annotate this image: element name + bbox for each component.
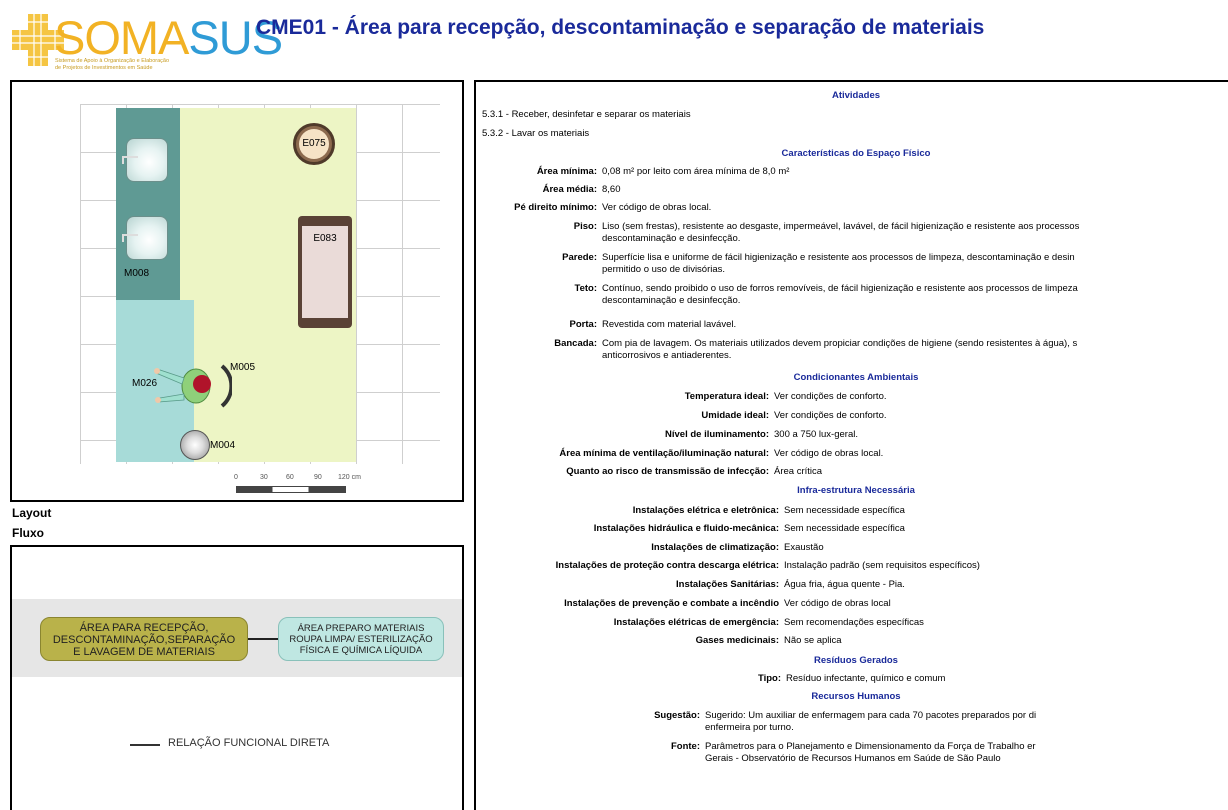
label-m008: M008 — [124, 268, 150, 279]
logo-subtitle: Sistema de Apoio à Organização e Elabora… — [55, 58, 170, 71]
legend-text: RELAÇÃO FUNCIONAL DIRETA — [168, 737, 330, 749]
section-condicionantes: Condicionantes Ambientais — [793, 372, 919, 383]
label-e083: E083 — [302, 226, 348, 318]
logo-wordmark: SOMASUS — [54, 11, 283, 64]
section-residuos: Resíduos Gerados — [814, 655, 898, 666]
layout-caption: Layout — [12, 506, 52, 520]
info-panel: Atividades 5.3.1 - Receber, desinfetar e… — [474, 80, 1228, 810]
flux-panel: ÁREA PARA RECEPÇÃO,DESCONTAMINAÇÃO,SEPAR… — [10, 545, 464, 810]
scale-tick: 60 — [286, 474, 294, 481]
scale-tick: 120 cm — [338, 474, 361, 481]
label-m004: M004 — [210, 440, 236, 451]
flux-connector — [248, 638, 278, 640]
faucet-icon — [122, 234, 138, 242]
cart-e083: E083 — [298, 216, 352, 328]
section-infraestrutura: Infra-estrutura Necessária — [797, 485, 915, 496]
sink-icon — [126, 216, 168, 260]
logo-cross-icon — [12, 14, 64, 66]
person-icon — [154, 364, 232, 408]
label-m005: M005 — [230, 362, 256, 373]
scale-bar: 0 30 60 90 120 cm — [230, 474, 370, 494]
section-caracteristicas: Características do Espaço Físico — [781, 148, 931, 159]
label-m026: M026 — [132, 378, 158, 389]
scale-tick: 30 — [260, 474, 268, 481]
scale-tick: 0 — [234, 474, 238, 481]
layout-panel: M008 M026 E075 E083 M005 M004 0 30 60 90… — [10, 80, 464, 502]
somasus-logo: SOMASUS Sistema de Apoio à Organização e… — [10, 11, 283, 74]
atividade-item: 5.3.1 - Receber, desinfetar e separar os… — [482, 109, 691, 120]
legend-line-icon — [130, 744, 160, 746]
scale-tick: 90 — [314, 474, 322, 481]
waste-bin-m004 — [180, 430, 210, 460]
faucet-icon — [122, 156, 138, 164]
page-title: CME01 - Área para recepção, descontamina… — [256, 16, 985, 39]
stool-e075: E075 — [293, 123, 335, 165]
sink-icon — [126, 138, 168, 182]
scale-bar-graphic — [236, 486, 346, 493]
flux-caption: Fluxo — [12, 526, 44, 540]
atividade-item: 5.3.2 - Lavar os materiais — [482, 128, 590, 139]
section-recursos: Recursos Humanos — [811, 691, 901, 702]
flux-node-reception: ÁREA PARA RECEPÇÃO,DESCONTAMINAÇÃO,SEPAR… — [40, 617, 248, 661]
label-e075: E075 — [299, 129, 329, 159]
section-atividades: Atividades — [831, 90, 881, 101]
